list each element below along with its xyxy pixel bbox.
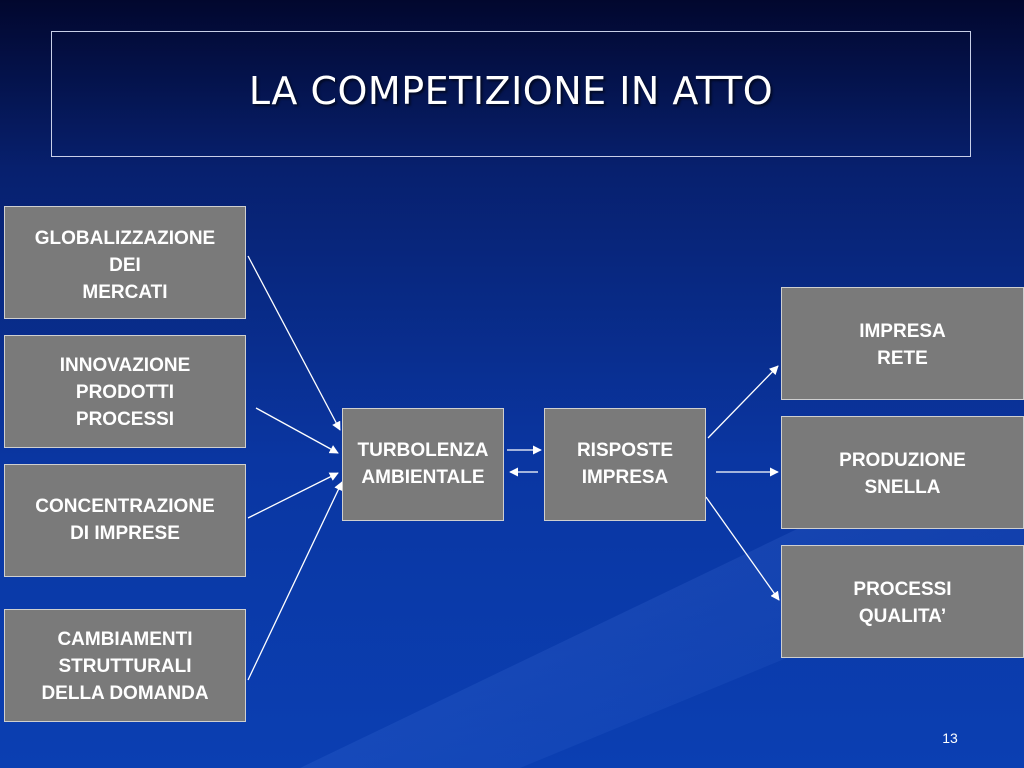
- node-label: PRODUZIONE SNELLA: [839, 450, 966, 498]
- node-label: CAMBIAMENTI STRUTTURALI DELLA DOMANDA: [41, 629, 209, 704]
- node-label: GLOBALIZZAZIONE DEI MERCATI: [34, 228, 216, 303]
- node-innovazione: INNOVAZIONE PRODOTTI PROCESSI: [4, 335, 246, 448]
- arrow-innovazione-to-turbolenza: [255, 407, 339, 454]
- node-impresa-rete: IMPRESA RETE: [781, 287, 1024, 400]
- node-label: TURBOLENZA AMBIENTALE: [357, 440, 489, 488]
- node-turbolenza: TURBOLENZA AMBIENTALE: [342, 408, 504, 521]
- slide-title: LA COMPETIZIONE IN ATTO: [248, 69, 774, 113]
- node-label: PROCESSI QUALITA’: [853, 579, 952, 627]
- node-label: IMPRESA RETE: [859, 321, 946, 369]
- arrow-cambiamenti-to-turbolenza: [247, 481, 343, 681]
- node-label: INNOVAZIONE PRODOTTI PROCESSI: [59, 355, 191, 430]
- node-label: CONCENTRAZIONE DI IMPRESE: [35, 496, 215, 544]
- node-processi-qualita: PROCESSI QUALITA’: [781, 545, 1024, 658]
- arrow-concentrazione-to-turbolenza: [247, 472, 339, 519]
- arrow-globalizzazione-to-turbolenza: [247, 255, 341, 431]
- arrow-risposte-to-processi-qualita: [705, 496, 780, 601]
- node-concentrazione: CONCENTRAZIONE DI IMPRESE: [4, 464, 246, 577]
- page-number: 13: [942, 730, 958, 746]
- title-frame: LA COMPETIZIONE IN ATTO: [51, 31, 971, 157]
- node-cambiamenti: CAMBIAMENTI STRUTTURALI DELLA DOMANDA: [4, 609, 246, 722]
- node-produzione-snella: PRODUZIONE SNELLA: [781, 416, 1024, 529]
- arrow-risposte-to-impresa-rete: [707, 365, 779, 439]
- node-label: RISPOSTE IMPRESA: [576, 440, 674, 488]
- node-risposte: RISPOSTE IMPRESA: [544, 408, 706, 521]
- node-globalizzazione: GLOBALIZZAZIONE DEI MERCATI: [4, 206, 246, 319]
